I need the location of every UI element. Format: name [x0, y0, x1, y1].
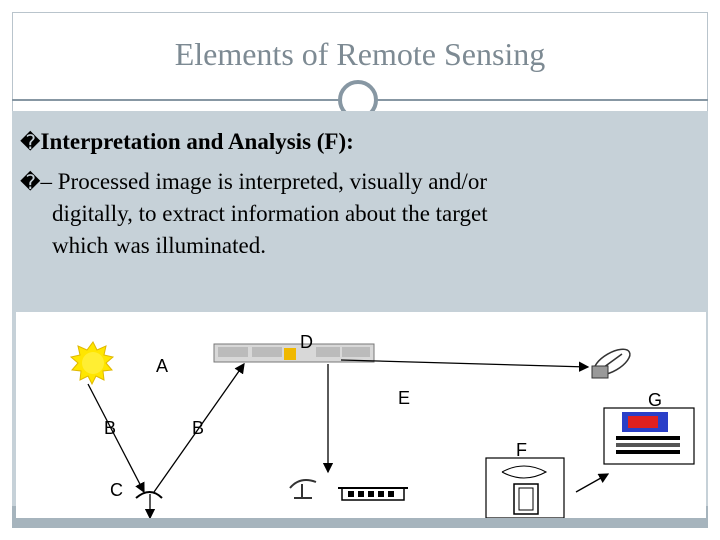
- target-icon: [135, 491, 163, 499]
- application-output-card-icon: [603, 407, 695, 465]
- label-c: C: [110, 480, 123, 500]
- bullet-body-line-1: �– Processed image is interpreted, visua…: [20, 168, 487, 196]
- bullet-body-line-2: digitally, to extract information about …: [52, 201, 488, 226]
- sun-icon: [69, 341, 115, 386]
- label-f: F: [516, 440, 527, 460]
- processed-image-card-icon: [485, 457, 565, 519]
- remote-sensing-diagram: A B B C D E F G: [16, 312, 706, 520]
- label-g: G: [648, 390, 662, 410]
- ground-station-dish-icon: [289, 479, 317, 499]
- body-text: – Processed image is interpreted, visual…: [40, 169, 487, 194]
- diagram-svg: A B B C D E F G: [69, 332, 695, 520]
- bullet-body-line-3: which was illuminated.: [52, 233, 266, 258]
- label-b-incident: B: [104, 418, 116, 438]
- relay-antenna-icon: [591, 348, 631, 379]
- heading-text: Interpretation and Analysis (F):: [40, 129, 354, 154]
- label-b-reflected: B: [192, 418, 204, 438]
- label-a: A: [156, 356, 168, 376]
- slide-title: Elements of Remote Sensing: [174, 36, 546, 72]
- label-d: D: [300, 332, 313, 352]
- bullet-heading: �Interpretation and Analysis (F):: [20, 128, 354, 156]
- satellite-icon: [213, 343, 375, 363]
- label-e: E: [398, 388, 410, 408]
- bullet-glyph: �: [20, 130, 41, 154]
- bullet-glyph: �: [20, 170, 41, 194]
- ground-station-building-icon: [338, 487, 408, 501]
